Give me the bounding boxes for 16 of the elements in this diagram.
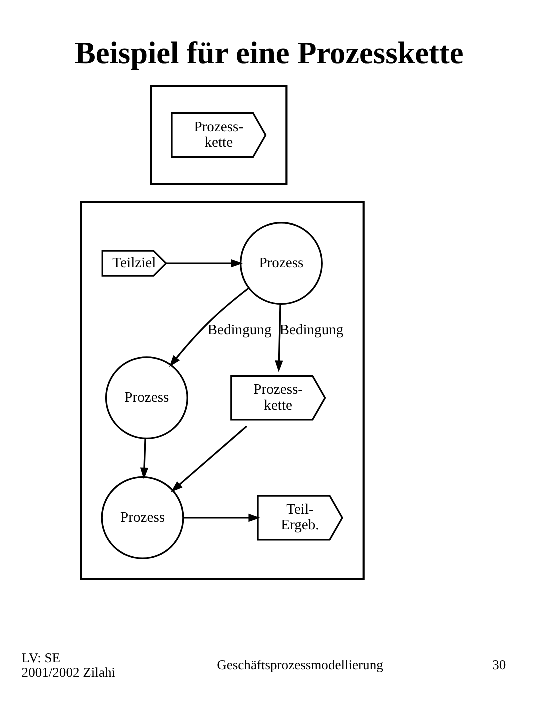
arrow (184, 514, 260, 522)
label: LV: SE 2001/2002 Zilahi (22, 650, 116, 680)
arrow (169, 288, 250, 368)
arrow (171, 426, 248, 492)
cluster (80, 200, 365, 581)
arrow (166, 259, 244, 268)
arrow (275, 304, 284, 372)
edge-label: Bedingung (208, 322, 272, 339)
cluster (150, 85, 288, 186)
node-circle: Prozess (240, 222, 323, 306)
node-circle: Prozess (105, 356, 188, 440)
label: 30 (492, 658, 506, 673)
edge-label: Bedingung (280, 322, 344, 339)
arrow (140, 438, 149, 480)
label: Geschäftsprozessmodellierung (217, 658, 384, 673)
diagram-title: Beispiel für eine Prozesskette (74, 35, 464, 70)
